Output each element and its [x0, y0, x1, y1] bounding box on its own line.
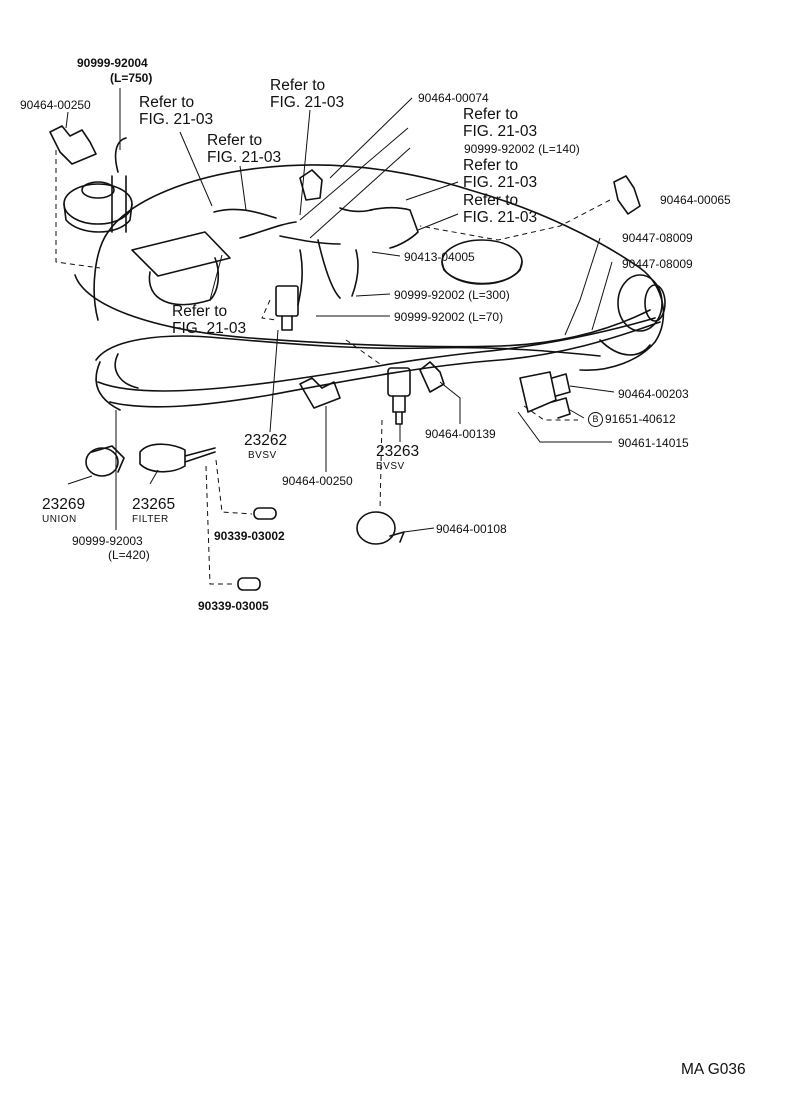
clamp-90464-00139 — [419, 361, 445, 393]
clamp-90464-00065 — [613, 175, 641, 215]
refer-callout-2-line1: Refer to — [270, 77, 326, 94]
refer-callout-2: Refer to FIG. 21-03 — [270, 77, 344, 111]
label-90461-14015: 90461-14015 — [618, 436, 689, 450]
label-23269-union: UNION — [42, 514, 77, 525]
refer-callout-7: Refer to FIG. 21-03 — [172, 303, 246, 337]
refer-callout-1-line1: Refer to — [139, 94, 195, 111]
refer-callout-4-line1: Refer to — [463, 106, 519, 123]
label-90464-00203: 90464-00203 — [618, 387, 689, 401]
label-90999-92002-l140: 90999-92002 (L=140) — [464, 142, 580, 156]
canister-cap — [81, 181, 115, 199]
diagram-code: MA G036 — [681, 1061, 746, 1078]
label-90999-92003-length: (L=420) — [108, 548, 150, 562]
label-23269: 23269 — [42, 496, 86, 513]
clamp-90464-00250-top — [49, 125, 97, 165]
refer-callout-3-line1: Refer to — [207, 132, 263, 149]
engine-outline — [107, 164, 665, 371]
canister-top — [63, 183, 133, 225]
intake-body — [131, 231, 231, 277]
refer-callout-4: Refer to FIG. 21-03 — [463, 106, 537, 140]
refer-callout-6: Refer to FIG. 21-03 — [463, 192, 537, 226]
label-90464-00139: 90464-00139 — [425, 427, 496, 441]
clip-90464-00108 — [356, 511, 396, 545]
throttle-body — [617, 274, 663, 332]
clamp-90464-00250-bottom — [299, 377, 341, 409]
label-90999-92002-l300: 90999-92002 (L=300) — [394, 288, 510, 302]
label-90464-00065: 90464-00065 — [660, 193, 731, 207]
label-23265: 23265 — [132, 496, 176, 513]
label-90339-03002: 90339-03002 — [214, 529, 285, 543]
refer-callout-1-line2: FIG. 21-03 — [139, 111, 214, 128]
refer-callout-3: Refer to FIG. 21-03 — [207, 132, 281, 166]
label-90464-00108: 90464-00108 — [436, 522, 507, 536]
hose-piece-90339-03005 — [237, 577, 261, 591]
label-23265-filter: FILTER — [132, 514, 169, 525]
marker-b: B — [588, 412, 603, 427]
label-90999-92004-length: (L=750) — [110, 71, 153, 85]
label-23262: 23262 — [244, 432, 288, 449]
refer-callout-1: Refer to FIG. 21-03 — [139, 94, 213, 128]
refer-callout-4-line2: FIG. 21-03 — [463, 123, 538, 140]
refer-callout-3-line2: FIG. 21-03 — [207, 149, 282, 166]
refer-callout-6-line1: Refer to — [463, 192, 519, 209]
label-90999-92002-l70: 90999-92002 (L=70) — [394, 310, 504, 324]
label-90447-08009-a: 90447-08009 — [622, 231, 693, 245]
label-90339-03005: 90339-03005 — [198, 599, 269, 613]
hose-main-2 — [97, 317, 656, 392]
hose-piece-90339-03002 — [253, 507, 277, 520]
label-90464-00250-bottom: 90464-00250 — [282, 474, 353, 488]
hose-main-1 — [74, 274, 651, 348]
label-23262-bvsv: BVSV — [248, 450, 277, 461]
label-23263: 23263 — [376, 443, 420, 460]
clamp-90464-00074 — [299, 169, 323, 201]
label-90413-04005: 90413-04005 — [404, 250, 475, 264]
refer-callout-2-line2: FIG. 21-03 — [270, 94, 345, 111]
refer-callout-7-line1: Refer to — [172, 303, 228, 320]
label-90447-08009-b: 90447-08009 — [622, 257, 693, 271]
bracket-90461-14015 — [519, 371, 557, 413]
label-90464-00250-top: 90464-00250 — [20, 98, 91, 112]
label-23263-bvsv: BVSV — [376, 461, 405, 472]
refer-callout-5: Refer to FIG. 21-03 — [463, 157, 537, 191]
label-90999-92004: 90999-92004 — [77, 56, 148, 70]
refer-callout-7-line2: FIG. 21-03 — [172, 320, 247, 337]
bvsv-23262 — [275, 285, 299, 317]
engine-lower-outline — [95, 335, 601, 361]
refer-callout-5-line2: FIG. 21-03 — [463, 174, 538, 191]
union-23269 — [85, 447, 119, 477]
hose-main-3 — [109, 321, 661, 408]
refer-callout-6-line2: FIG. 21-03 — [463, 209, 538, 226]
label-90999-92003: 90999-92003 — [72, 534, 143, 548]
label-91651-40612-text: 91651-40612 — [605, 412, 676, 426]
filter-23265 — [139, 443, 186, 473]
bvsv-23263 — [387, 367, 411, 397]
refer-callout-5-line1: Refer to — [463, 157, 519, 174]
label-90464-00074: 90464-00074 — [418, 91, 489, 105]
